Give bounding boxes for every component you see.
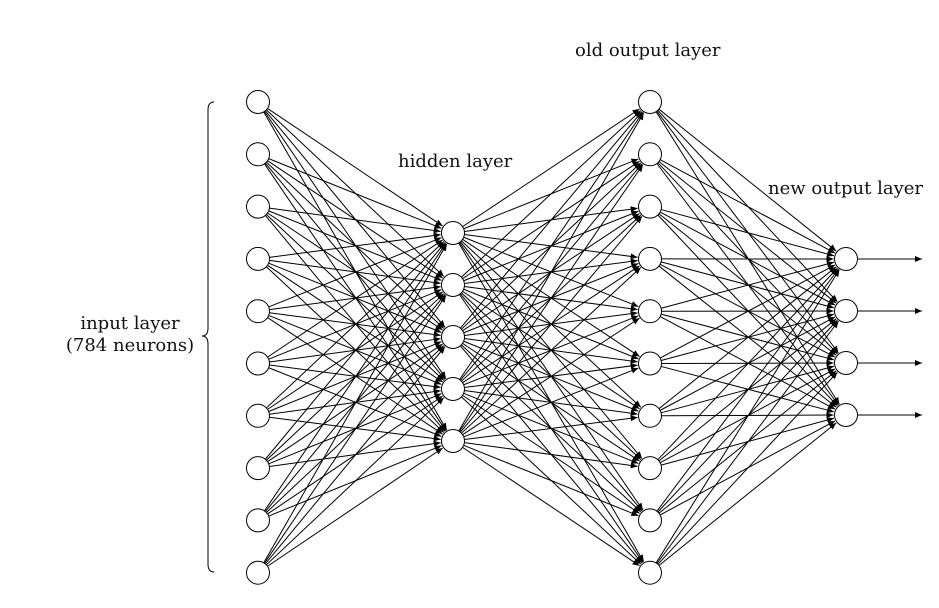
- connection-input-6-to-hidden-0: [266, 241, 445, 409]
- connection-hidden-4-to-old-output-7: [464, 442, 638, 469]
- connection-old-output-6-to-new-output-0: [658, 266, 837, 410]
- hidden-neuron-4: [441, 429, 465, 453]
- connection-hidden-4-to-old-output-9: [462, 446, 640, 567]
- connection-old-output-7-to-new-output-0: [657, 267, 838, 461]
- connection-input-2-to-hidden-0: [269, 207, 441, 234]
- connection-hidden-4-to-old-output-6: [464, 415, 638, 441]
- connection-input-0-to-hidden-0: [267, 107, 443, 227]
- connection-hidden-4-to-old-output-4: [462, 317, 640, 436]
- new-output-neuron-2: [834, 351, 858, 375]
- old-output-neuron-2: [638, 194, 662, 219]
- connection-input-5-to-hidden-0: [267, 239, 443, 358]
- connection-hidden-1-to-old-output-0: [461, 110, 642, 278]
- input-layer-brace: [201, 101, 215, 573]
- connection-hidden-2-to-old-output-0: [460, 111, 643, 329]
- new-output-neuron-0: [834, 247, 858, 271]
- connection-input-9-to-hidden-3: [266, 397, 445, 566]
- old-output-neuron-0: [638, 90, 662, 114]
- connection-input-9-to-hidden-2: [264, 346, 446, 565]
- connection-old-output-9-to-new-output-1: [656, 320, 839, 564]
- hidden-neuron-3: [441, 377, 465, 401]
- input-neuron-7: [246, 456, 270, 481]
- connection-hidden-4-to-old-output-2: [460, 215, 643, 433]
- old-output-neuron-7: [638, 456, 662, 481]
- hidden-neuron-2: [441, 325, 465, 349]
- hidden-layer-label: hidden layer: [398, 151, 513, 172]
- connection-input-3-to-hidden-0: [269, 232, 441, 258]
- connection-old-output-8-to-new-output-0: [656, 268, 839, 512]
- connection-old-output-4-to-new-output-0: [660, 261, 835, 309]
- input-layer-count: (784 neurons): [65, 335, 195, 356]
- connection-hidden-0-to-old-output-0: [462, 108, 640, 228]
- connection-input-9-to-hidden-4: [267, 447, 443, 567]
- input-neuron-4: [246, 299, 270, 324]
- connection-hidden-4-to-old-output-8: [463, 444, 639, 517]
- connection-hidden-4-to-old-output-3: [461, 267, 642, 434]
- old-output-neuron-1: [638, 142, 662, 167]
- input-neuron-2: [246, 194, 270, 219]
- hidden-neuron-1: [441, 273, 465, 297]
- connection-old-output-2-to-new-output-0: [660, 209, 835, 257]
- connection-input-1-to-hidden-0: [268, 158, 442, 229]
- new-output-neuron-3: [834, 403, 858, 427]
- output-arrows: [857, 256, 922, 418]
- new-output-neuron-1: [834, 299, 858, 323]
- input-layer-label: input layer (784 neurons): [60, 313, 200, 357]
- connection-old-output-9-to-new-output-0: [655, 269, 840, 564]
- old-output-neuron-9: [638, 560, 662, 585]
- old-output-neuron-3: [638, 246, 662, 271]
- connection-input-9-to-hidden-1: [264, 295, 447, 564]
- connection-input-9-to-hidden-0: [263, 243, 448, 563]
- input-neuron-0: [246, 90, 270, 114]
- input-layer-title: input layer: [80, 313, 180, 334]
- connection-hidden-4-to-old-output-5: [463, 367, 639, 438]
- input-neuron-8: [246, 508, 270, 533]
- input-neuron-6: [246, 403, 270, 428]
- old-output-neuron-8: [638, 508, 662, 533]
- connection-old-output-1-to-new-output-0: [659, 159, 836, 254]
- old-output-layer-label: old output layer: [575, 40, 721, 61]
- connection-hidden-3-to-old-output-0: [459, 112, 644, 380]
- connection-hidden-4-to-old-output-0: [458, 112, 645, 432]
- new-output-layer-label: new output layer: [768, 178, 924, 199]
- old-output-neuron-4: [638, 299, 662, 324]
- connection-old-output-9-to-new-output-3: [658, 422, 837, 566]
- neurons: [246, 90, 858, 585]
- input-neuron-9: [246, 560, 270, 585]
- hidden-neuron-0: [441, 221, 465, 245]
- input-neuron-5: [246, 351, 270, 376]
- connection-old-output-9-to-new-output-2: [657, 371, 838, 565]
- connection-input-7-to-hidden-0: [264, 242, 446, 460]
- connection-hidden-4-to-old-output-1: [459, 164, 644, 432]
- old-output-neuron-5: [638, 351, 662, 376]
- connection-input-8-to-hidden-0: [264, 243, 447, 512]
- input-neuron-1: [246, 142, 270, 167]
- old-output-neuron-6: [638, 403, 662, 428]
- connection-old-output-5-to-new-output-0: [659, 264, 836, 359]
- connections: [263, 107, 840, 567]
- connection-old-output-0-to-new-output-0: [658, 108, 837, 252]
- connection-input-4-to-hidden-0: [268, 237, 442, 308]
- input-neuron-3: [246, 246, 270, 271]
